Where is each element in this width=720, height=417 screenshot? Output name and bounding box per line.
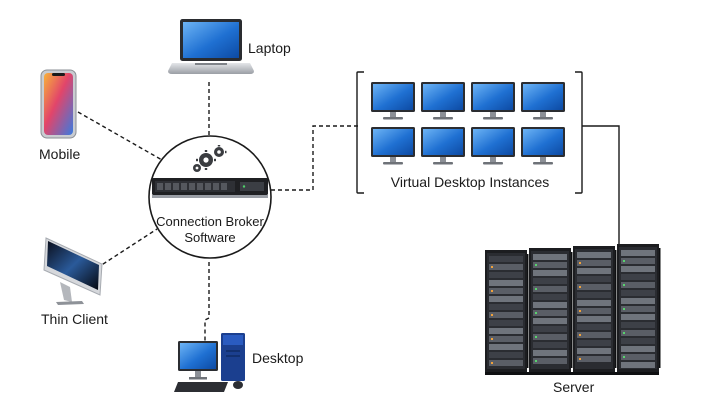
laptop-icon: [168, 19, 254, 74]
monitor-icon: [471, 127, 515, 165]
vdi-label: Virtual Desktop Instances: [390, 174, 550, 190]
monitor-icon: [421, 82, 465, 120]
link-vdi-server: [582, 125, 620, 248]
monitor-icon: [471, 82, 515, 120]
rack-server-icon: [152, 178, 268, 198]
connection-broker-node: [148, 135, 272, 259]
broker-label-line2: Software: [184, 230, 236, 245]
monitor-icon: [421, 127, 465, 165]
link-broker-vdi: [271, 125, 358, 191]
monitor-icon: [521, 127, 565, 165]
monitor-icon: [371, 82, 415, 120]
all-in-one-monitor-icon: [43, 237, 103, 305]
server-label: Server: [553, 379, 595, 395]
laptop-label: Laptop: [248, 40, 291, 56]
rack-base: [485, 372, 659, 375]
link-broker-mobile: [77, 111, 163, 161]
mobile-label: Mobile: [39, 146, 81, 162]
vdi-group-box: [356, 71, 583, 194]
monitor-icon: [371, 127, 415, 165]
server-rack: [573, 246, 617, 372]
vdi-monitor-grid: [371, 82, 565, 165]
server-rack: [617, 244, 661, 372]
desktop-computer-icon: [174, 333, 245, 392]
link-broker-desktop: [204, 262, 210, 344]
monitor-icon: [521, 82, 565, 120]
connection-lines: [77, 82, 620, 344]
server-rack: [529, 248, 573, 372]
link-broker-thin-client: [96, 228, 158, 269]
server-rack: [485, 250, 529, 372]
gears-icon: [193, 145, 227, 172]
desktop-label: Desktop: [252, 350, 304, 366]
smartphone-icon: [40, 69, 77, 139]
broker-label-line1: Connection Broker: [156, 214, 264, 229]
thin-client-label: Thin Client: [41, 311, 108, 327]
server-racks-icon: [485, 244, 661, 375]
